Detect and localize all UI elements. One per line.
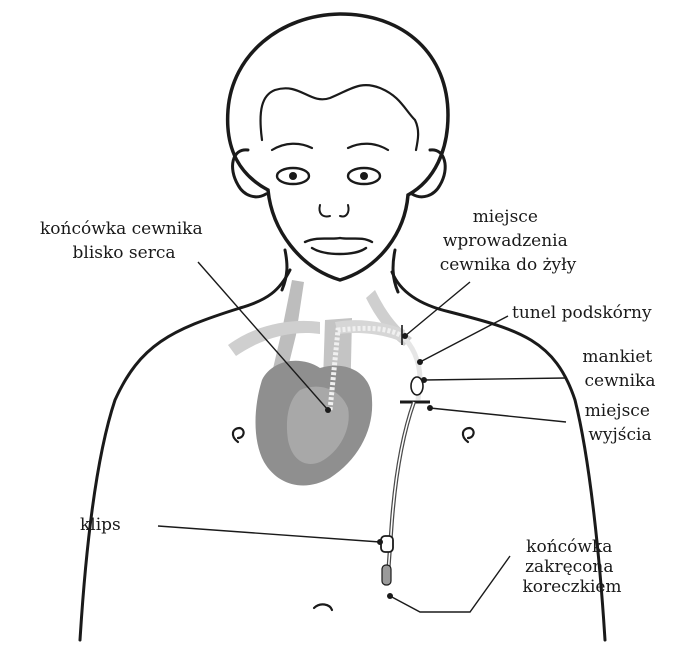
label-capped-end-line-2: zakręcona (525, 557, 613, 577)
label-exit-site-line-1: miejsce (585, 401, 650, 421)
leader-cuff (424, 378, 566, 380)
left-brow (272, 144, 312, 150)
label-vein-entry-line-2: wprowadzenia (443, 231, 568, 251)
label-exit-site: miejsce wyjścia (585, 401, 656, 445)
label-capped-end-line-3: koreczkiem (522, 577, 621, 597)
label-vein-entry: miejsce wprowadzenia cewnika do żyły (440, 207, 577, 275)
mouth (305, 238, 372, 254)
leader-capped-end (390, 556, 510, 612)
left-nipple (233, 428, 244, 442)
nose (319, 205, 348, 216)
label-tunnel-line-1: tunel podskórny (512, 303, 652, 323)
catheter-cap (382, 565, 391, 585)
label-catheter-tip-line-2: blisko serca (73, 243, 176, 263)
hairline (261, 85, 419, 150)
label-cuff-line-2: cewnika (585, 371, 656, 391)
leader-clip (158, 526, 380, 542)
label-vein-entry-line-1: miejsce (473, 207, 538, 227)
leader-dot-clip (377, 539, 383, 545)
head-outline (228, 14, 448, 280)
leader-dot-vein-entry (402, 333, 408, 339)
left-pupil (289, 172, 297, 180)
label-capped-end: końcówka zakręcona koreczkiem (522, 537, 621, 597)
subclavian-vein-left (228, 321, 320, 356)
leader-dot-tunnel (417, 359, 423, 365)
right-brow (348, 144, 388, 150)
label-cuff-line-1: mankiet (582, 347, 652, 367)
leader-dot-catheter-tip (325, 407, 331, 413)
label-tunnel: tunel podskórny (512, 303, 652, 323)
navel (314, 604, 332, 610)
label-catheter-tip: końcówka cewnika blisko serca (40, 219, 208, 263)
leader-vein-entry (405, 282, 470, 336)
label-clip-line-1: klips (80, 515, 121, 535)
leader-dot-cuff (421, 377, 427, 383)
leader-exit-site (430, 408, 566, 422)
leader-dot-capped-end (387, 593, 393, 599)
right-pupil (360, 172, 368, 180)
vascular-shading (228, 280, 412, 485)
right-nipple (463, 428, 474, 442)
label-exit-site-line-2: wyjścia (588, 425, 651, 445)
leader-dot-exit-site (427, 405, 433, 411)
label-catheter-tip-line-1: końcówka cewnika (40, 219, 203, 239)
leader-tunnel (420, 316, 508, 362)
catheter-clip (381, 536, 393, 552)
label-capped-end-line-1: końcówka (526, 537, 612, 557)
left-ear (233, 150, 266, 197)
label-cuff: mankiet cewnika (582, 347, 657, 391)
label-clip: klips (80, 515, 121, 535)
label-vein-entry-line-3: cewnika do żyły (440, 255, 577, 275)
